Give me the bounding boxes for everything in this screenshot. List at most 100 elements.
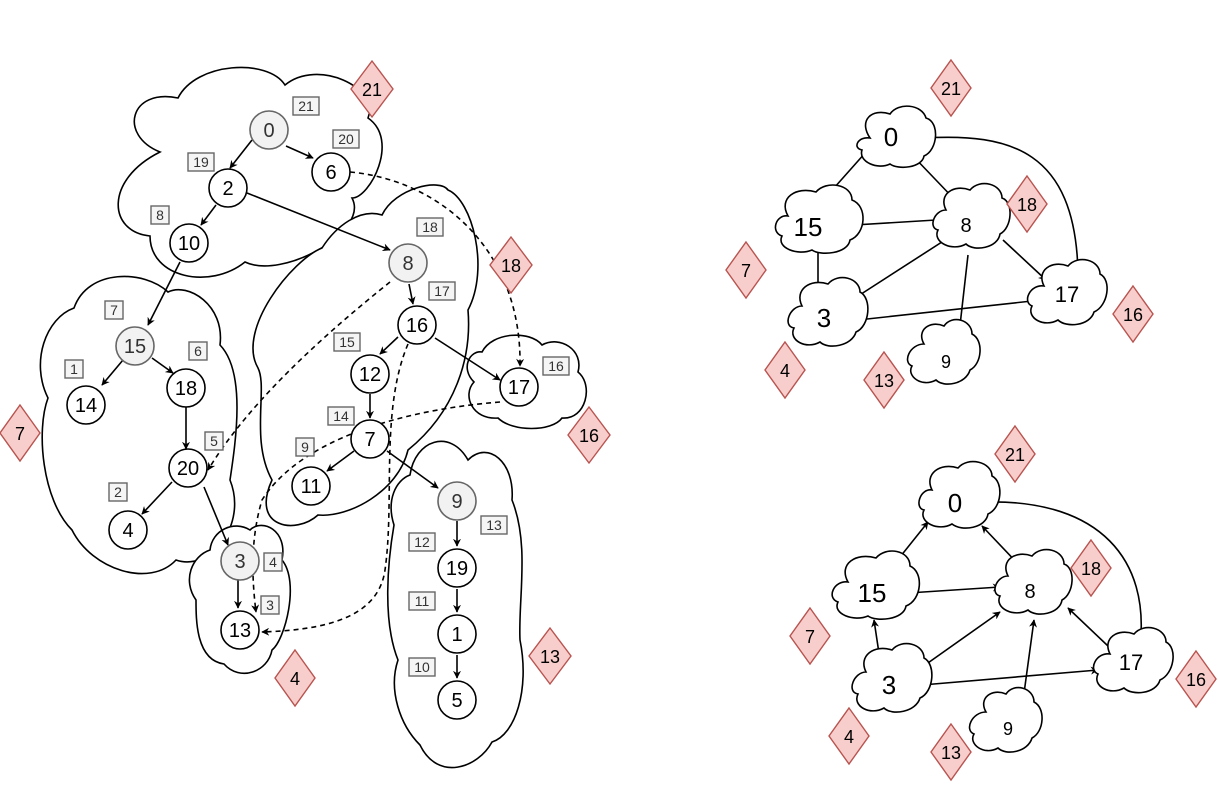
edge-7-9 [386,450,439,489]
svg-text:5: 5 [210,433,218,449]
order-tag: 4 [263,552,283,572]
edge-c8-c3 [854,239,946,299]
cluster-size-diamond: 4 [764,340,806,400]
node-19: 19 [437,548,477,588]
cluster-size-diamond: 18 [1070,538,1112,598]
cluster-size-diamond: 7 [725,240,767,300]
node-13: 13 [220,610,260,650]
cnode-0: 0 [918,460,1001,529]
svg-text:16: 16 [548,358,564,374]
svg-text:16: 16 [579,426,599,446]
svg-text:15: 15 [339,334,355,350]
order-tag: 12 [408,532,436,552]
order-tag: 20 [332,129,360,149]
svg-text:7: 7 [805,627,815,647]
edge-8-16 [407,283,416,305]
cnode-8: 8 [932,182,1011,249]
svg-text:10: 10 [414,659,430,675]
svg-text:8: 8 [402,253,413,275]
svg-text:2: 2 [222,178,233,200]
left-nodes: 0 6 2 10 15 14 18 20 4 3 13 8 16 12 7 11… [66,110,539,720]
edge-d3-d17 [921,666,1099,686]
svg-text:14: 14 [333,408,349,424]
svg-text:4: 4 [269,554,277,570]
bottom-right-diamonds: 21 18 7 16 4 13 [789,424,1217,782]
svg-text:18: 18 [501,256,521,276]
svg-text:17: 17 [1119,650,1143,675]
svg-text:3: 3 [266,597,274,613]
edge-15-18 [151,357,174,374]
order-tag: 6 [188,341,208,361]
svg-text:18: 18 [422,219,438,235]
svg-text:13: 13 [229,620,251,642]
cluster-size-diamond: 21 [994,424,1036,484]
node-8: 8 [388,243,428,283]
svg-text:6: 6 [325,162,336,184]
edge-0-2 [229,139,253,169]
svg-text:7: 7 [741,261,751,281]
svg-text:14: 14 [75,395,97,417]
svg-text:9: 9 [941,352,951,372]
order-tag: 8 [150,205,170,225]
order-tag: 13 [480,515,508,535]
order-tag: 11 [408,591,436,611]
order-tag: 19 [187,152,215,172]
edge-c0-c17 [923,136,1082,273]
cluster-size-diamond: 13 [930,722,972,782]
svg-text:20: 20 [338,131,354,147]
order-tag: 7 [104,300,124,320]
svg-text:9: 9 [301,439,309,455]
edge-dashed-6-17 [349,171,525,367]
cnode-0: 0 [856,105,937,169]
svg-text:20: 20 [177,458,199,480]
svg-text:11: 11 [301,476,322,498]
edge-2-10 [200,204,217,226]
node-2: 2 [208,168,248,208]
svg-text:9: 9 [451,491,462,513]
node-20: 20 [168,448,208,488]
svg-text:1: 1 [451,624,462,646]
cnode-9: 9 [906,318,981,385]
bottom-right-nodes: 0 15 8 3 17 9 [831,460,1174,753]
edge-20-4 [141,481,173,515]
svg-text:11: 11 [415,593,430,609]
cnode-9: 9 [968,686,1043,753]
node-18: 18 [166,368,206,408]
cluster-size-diamond: 21 [350,59,394,119]
svg-text:21: 21 [1005,445,1025,465]
cluster-size-diamond: 16 [1175,649,1217,709]
cnode-15: 15 [774,184,864,254]
cnode-15: 15 [831,550,921,620]
svg-text:6: 6 [194,343,202,359]
svg-text:1: 1 [70,361,78,377]
order-tag: 2 [108,482,128,502]
edge-7-11 [326,450,355,472]
svg-text:4: 4 [780,361,790,381]
svg-text:13: 13 [941,743,961,763]
cluster-size-diamond: 7 [0,403,41,463]
svg-text:9: 9 [1003,719,1013,739]
edge-20-3 [203,486,229,546]
svg-text:15: 15 [858,578,887,608]
order-tag: 1 [64,359,84,379]
svg-text:4: 4 [290,669,300,689]
svg-text:13: 13 [874,371,894,391]
node-3: 3 [220,541,260,581]
svg-text:17: 17 [434,283,450,299]
order-tag: 3 [260,595,280,615]
node-4: 4 [108,510,148,550]
svg-text:13: 13 [486,517,502,533]
order-tag: 5 [204,431,224,451]
node-5: 5 [437,680,477,720]
svg-text:10: 10 [178,233,200,255]
cluster-size-diamond: 13 [528,626,572,686]
svg-text:0: 0 [884,122,898,152]
svg-text:21: 21 [362,80,382,100]
svg-text:8: 8 [960,215,971,237]
svg-text:3: 3 [882,670,896,700]
svg-text:8: 8 [1024,581,1035,603]
edge-d3-d8 [917,611,1001,671]
svg-text:16: 16 [1186,670,1206,690]
cluster-size-diamond: 13 [863,350,905,410]
